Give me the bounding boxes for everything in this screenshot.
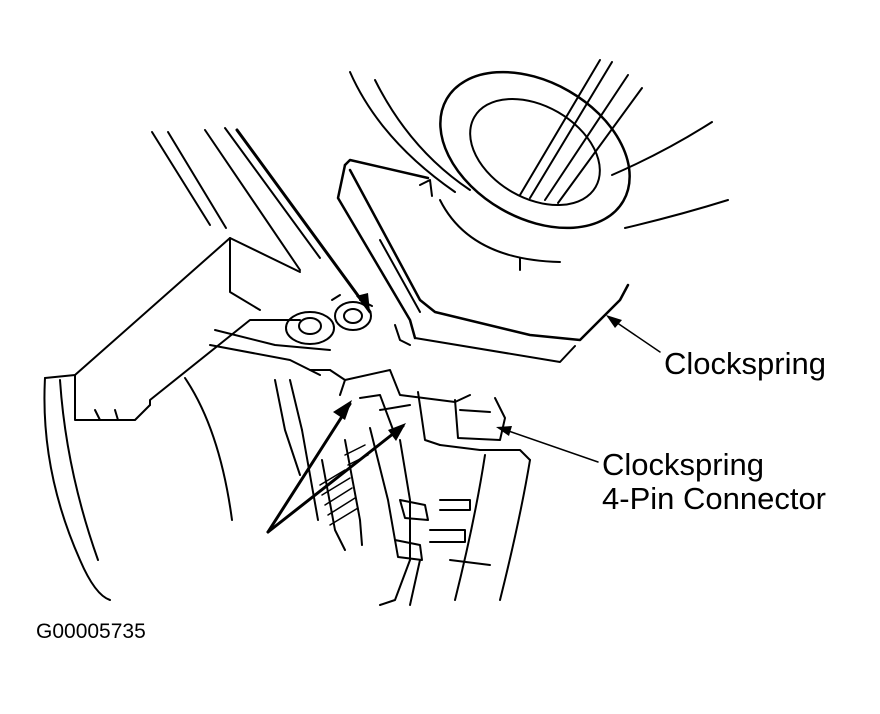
leader-arrows-bottom [266, 402, 405, 534]
arrowhead-bottom-2 [388, 423, 406, 441]
connector-label: Clockspring 4-Pin Connector [602, 448, 826, 516]
wire-harness [274, 379, 531, 606]
column-housing [43, 127, 331, 601]
clockspring-body [336, 158, 630, 363]
upper-trim [349, 71, 729, 229]
clockspring-ring [439, 70, 631, 271]
leader-line-top [235, 128, 372, 314]
connector-callout-line [499, 427, 599, 463]
connector-label-line2: 4-Pin Connector [602, 481, 827, 516]
arrowhead-connector [496, 426, 512, 436]
connector-label-line1: Clockspring [602, 447, 764, 482]
connector-assembly [309, 369, 506, 446]
arrowheads [333, 293, 622, 441]
clockspring-label: Clockspring [664, 346, 826, 381]
figure-id: G00005735 [36, 620, 146, 643]
arrowhead-top-leader [356, 293, 370, 312]
shaft-wires [519, 59, 643, 204]
arrowhead-clockspring [606, 315, 622, 328]
arrowhead-bottom-1 [333, 400, 352, 420]
